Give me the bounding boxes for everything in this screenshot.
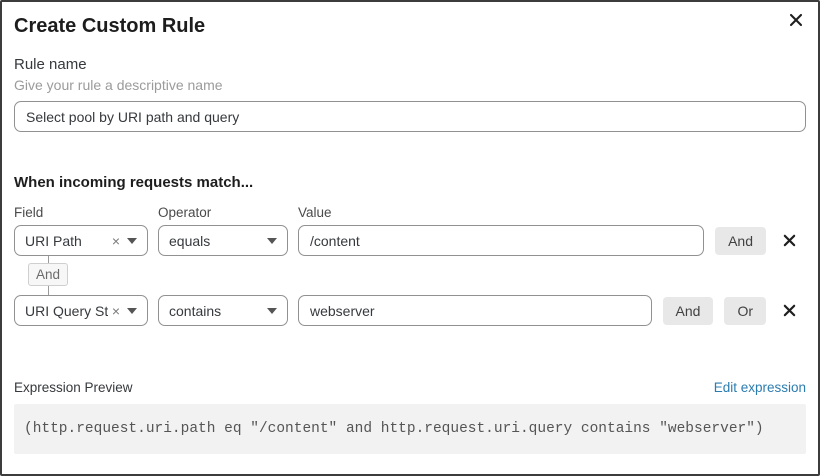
value-column-label: Value xyxy=(298,205,332,220)
value-input[interactable] xyxy=(298,225,705,256)
clear-field-icon[interactable]: × xyxy=(111,302,120,319)
condition-row-2: URI Query St... × contains And Or xyxy=(14,295,806,326)
field-select-value: URI Path xyxy=(25,232,82,249)
add-and-condition-button[interactable]: And xyxy=(662,296,714,325)
edit-expression-link[interactable]: Edit expression xyxy=(713,380,806,395)
rule-name-label: Rule name xyxy=(14,56,87,73)
field-select-value: URI Query St... xyxy=(25,302,108,319)
add-and-condition-button[interactable]: And xyxy=(715,226,766,255)
operator-select[interactable]: contains xyxy=(158,295,288,326)
match-section-heading: When incoming requests match... xyxy=(14,174,254,191)
chevron-down-icon xyxy=(267,237,277,244)
clear-field-icon[interactable]: × xyxy=(111,232,120,249)
delete-condition-button[interactable] xyxy=(781,303,797,319)
condition-column-headers: Field Operator Value xyxy=(14,205,806,220)
operator-select-value: equals xyxy=(169,232,211,249)
connector-line xyxy=(47,256,49,263)
field-select[interactable]: URI Query St... × xyxy=(14,295,148,326)
value-input[interactable] xyxy=(298,295,652,326)
close-button[interactable] xyxy=(787,11,805,29)
expression-preview-label: Expression Preview xyxy=(14,380,133,395)
rule-name-input[interactable] xyxy=(14,101,806,132)
connector-line xyxy=(47,286,49,295)
expression-preview-header: Expression Preview Edit expression xyxy=(14,380,806,395)
delete-condition-icon xyxy=(783,234,795,247)
close-icon xyxy=(789,13,803,27)
rule-name-help-text: Give your rule a descriptive name xyxy=(14,77,223,93)
delete-condition-icon xyxy=(783,304,795,317)
page-title: Create Custom Rule xyxy=(14,15,206,37)
chevron-down-icon xyxy=(267,307,277,314)
and-connector-badge: And xyxy=(28,263,68,286)
condition-connector: And xyxy=(28,256,68,295)
field-column-label: Field xyxy=(14,205,44,220)
field-select[interactable]: URI Path × xyxy=(14,225,148,256)
operator-select[interactable]: equals xyxy=(158,225,288,256)
operator-select-value: contains xyxy=(169,302,222,319)
condition-row-1: URI Path × equals And xyxy=(14,225,806,256)
chevron-down-icon xyxy=(127,237,137,244)
add-or-condition-button[interactable]: Or xyxy=(724,296,766,325)
chevron-down-icon xyxy=(127,307,137,314)
delete-condition-button[interactable] xyxy=(781,233,797,249)
operator-column-label: Operator xyxy=(158,205,212,220)
expression-code-preview: (http.request.uri.path eq "/content" and… xyxy=(14,404,806,454)
